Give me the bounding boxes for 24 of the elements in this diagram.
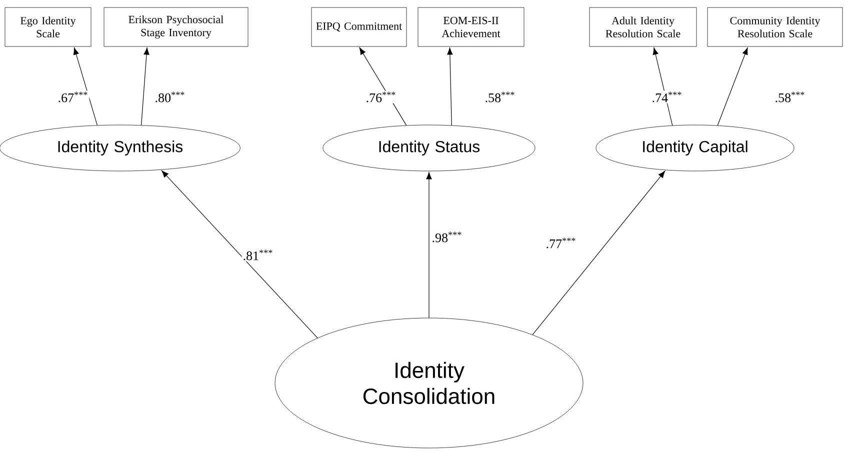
arrow xyxy=(73,48,98,126)
edge-label: .67$^{***}$ xyxy=(56,90,90,104)
arrow xyxy=(359,47,407,126)
arrow xyxy=(717,48,748,126)
arrow xyxy=(532,170,666,335)
measure-box: Community Identity Resolution Scale xyxy=(707,7,843,47)
edge-label: .77$^{***}$ xyxy=(544,236,578,250)
edge-label: .74$^{***}$ xyxy=(650,90,684,104)
arrow xyxy=(447,48,453,126)
measure-box: Ego Identity Scale xyxy=(4,7,92,47)
arrow xyxy=(426,172,432,318)
measure-box: Erikson Psychosocial Stage Inventory xyxy=(104,7,248,47)
edge-label: .58$^{***}$ xyxy=(484,90,516,104)
arrow xyxy=(162,170,318,338)
arrow xyxy=(652,48,673,126)
edge-label: .98$^{***}$ xyxy=(430,230,464,244)
edge-label: .80$^{***}$ xyxy=(154,90,186,104)
measure-box: Adult Identity Resolution Scale xyxy=(589,7,697,47)
edge-label: .58$^{***}$ xyxy=(774,90,806,104)
measure-box: EIPQ Commitment xyxy=(311,7,407,47)
edge-label: .76$^{***}$ xyxy=(364,90,398,104)
arrow xyxy=(141,48,150,126)
edge-label: .81$^{***}$ xyxy=(242,248,274,262)
measure-box: EOM-EIS-II Achievement xyxy=(418,7,524,47)
